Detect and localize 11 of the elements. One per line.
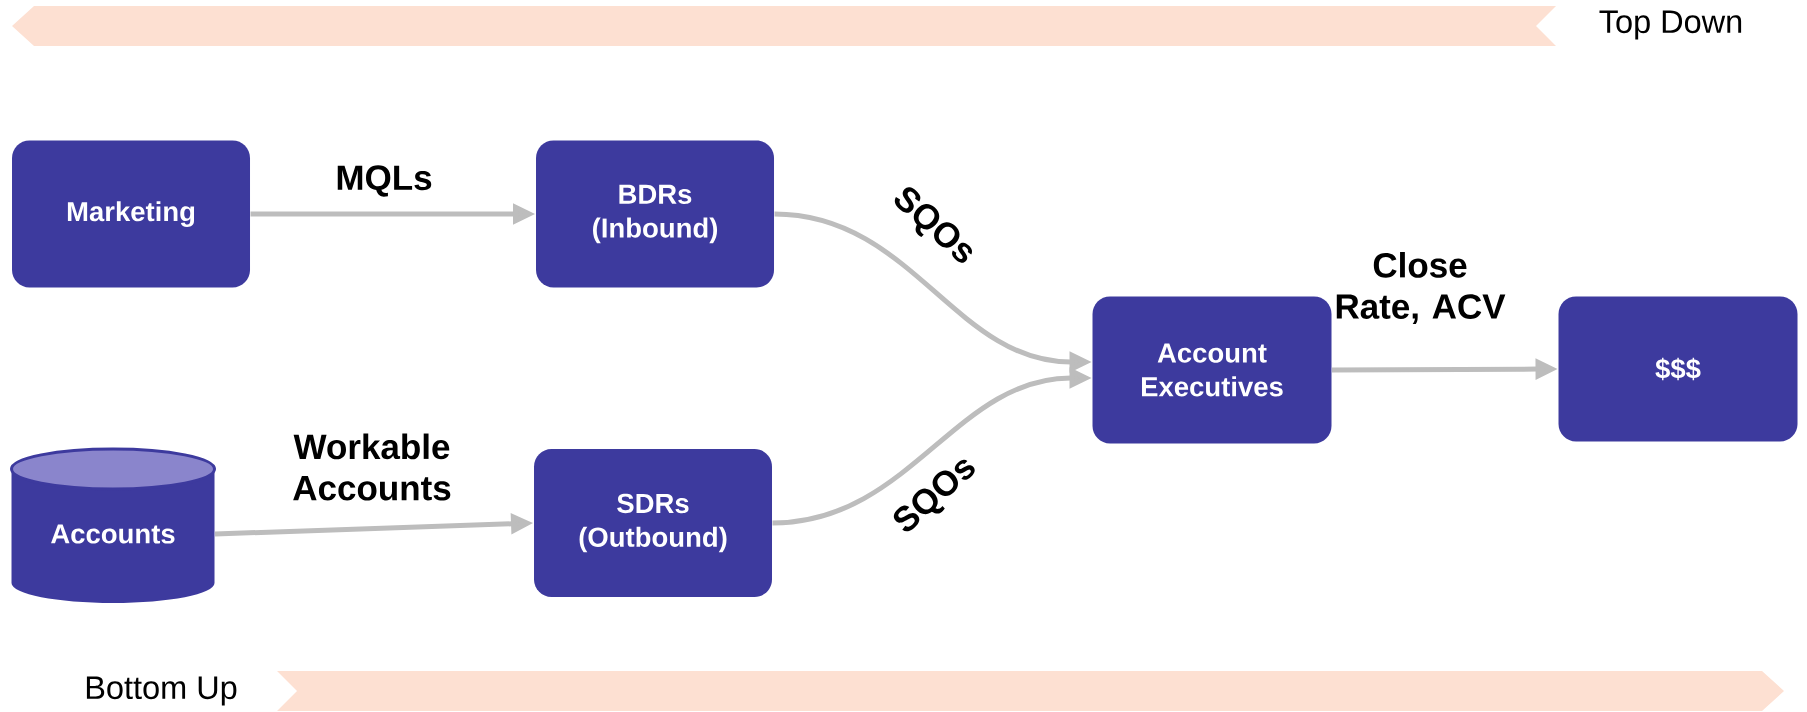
edge-label: Workable Accounts <box>293 433 451 501</box>
edge-label: MQLs <box>337 165 432 197</box>
process-box: Marketing <box>12 140 250 288</box>
label-text: Bottom Up <box>86 676 237 706</box>
process-box: $$$ <box>1558 296 1798 442</box>
process-box: Account Executives <box>1092 296 1332 444</box>
edge-label: Close Rate, ACV <box>1336 252 1506 324</box>
label-text: Top Down <box>1599 10 1742 40</box>
cylinder: Accounts <box>10 447 216 603</box>
process-box: BDRs (Inbound) <box>536 140 774 288</box>
process-box: SDRs (Outbound) <box>534 449 772 597</box>
